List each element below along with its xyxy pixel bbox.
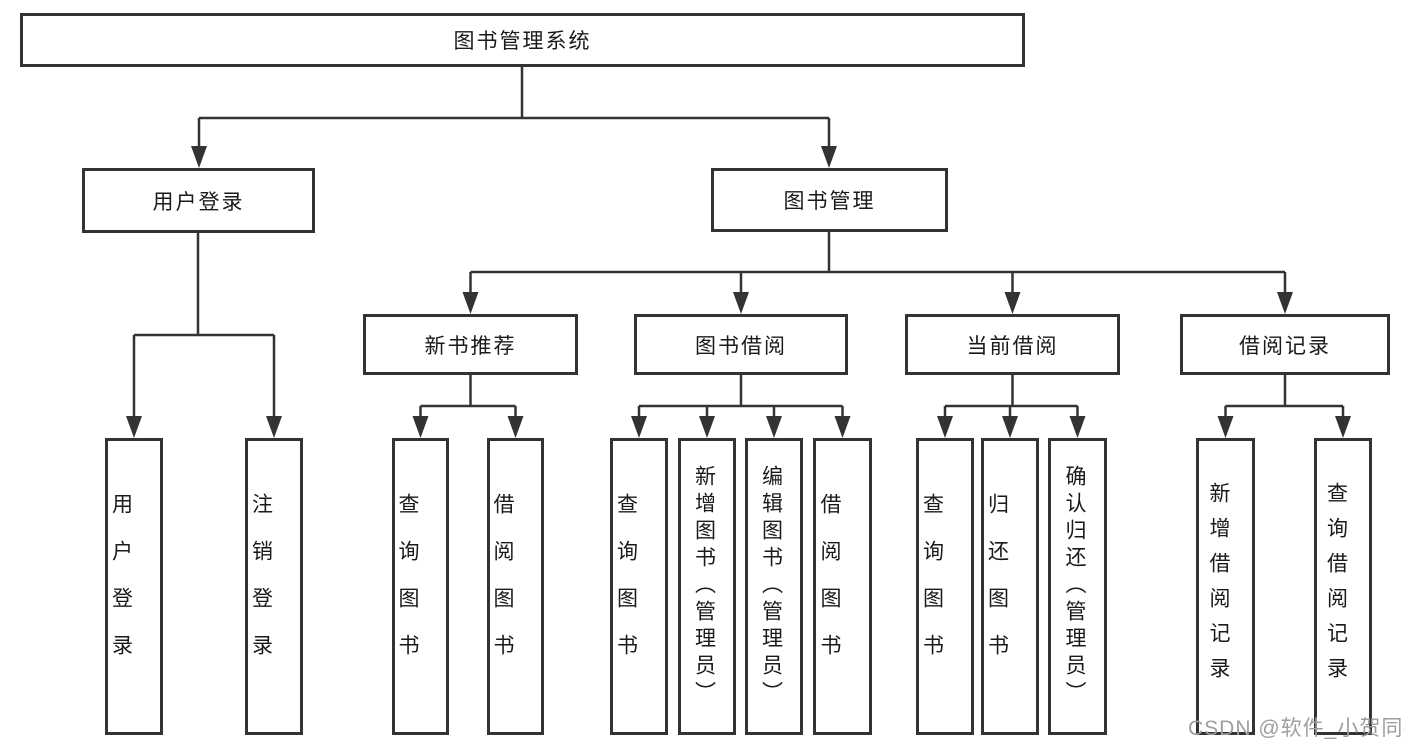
leaf-label: 归还图书 (985, 492, 1009, 681)
node-user-login: 用户登录 (82, 168, 315, 233)
node-root: 图书管理系统 (20, 13, 1025, 67)
watermark-text: CSDN @软件_小贺同学 (1188, 717, 1405, 740)
connector-borrow-record (1224, 375, 1345, 416)
leaf-newbook-query: 查询图书 (392, 438, 449, 735)
leaf-borrow-add: 新增图书（管理员） (678, 438, 736, 735)
node-borrow-record-label: 借阅记录 (1239, 334, 1331, 358)
leaf-label: 查询图书 (614, 492, 638, 681)
leaf-logout: 注销登录 (245, 438, 303, 735)
leaf-label: 编辑图书（管理员） (759, 465, 783, 708)
connector-new-book-arrows (412, 416, 524, 438)
connector-book-mgmt-arrows (462, 292, 1293, 314)
leaf-label: 查询借阅记录 (1324, 481, 1348, 692)
leaf-borrow-book: 借阅图书 (813, 438, 872, 735)
node-book-mgmt: 图书管理 (711, 168, 948, 232)
connector-book-borrow-arrows (631, 416, 851, 438)
connector-borrow-record-arrows (1217, 416, 1351, 438)
leaf-label: 确认归还（管理员） (1063, 465, 1086, 708)
connector-user-login (132, 233, 276, 416)
node-current-borrow: 当前借阅 (905, 314, 1120, 375)
leaf-label: 用户登录 (109, 492, 133, 681)
leaf-label: 注销登录 (249, 492, 273, 681)
connector-current-borrow-arrows (937, 416, 1086, 438)
leaf-current-query: 查询图书 (916, 438, 974, 735)
leaf-record-add: 新增借阅记录 (1196, 438, 1255, 735)
leaf-label: 新增借阅记录 (1207, 481, 1230, 692)
leaf-newbook-borrow: 借阅图书 (487, 438, 544, 735)
leaf-current-confirm: 确认归还（管理员） (1048, 438, 1107, 735)
leaf-current-return: 归还图书 (981, 438, 1039, 735)
leaf-label: 借阅图书 (491, 492, 514, 681)
leaf-label: 新增图书（管理员） (692, 465, 716, 708)
leaf-label: 查询图书 (920, 492, 944, 681)
connector-root-arrows (191, 146, 837, 168)
node-current-borrow-label: 当前借阅 (966, 334, 1059, 358)
leaf-record-query: 查询借阅记录 (1314, 438, 1372, 735)
connector-user-login-arrows (126, 416, 282, 438)
node-root-label: 图书管理系统 (453, 30, 592, 53)
leaf-user-login: 用户登录 (105, 438, 163, 735)
node-borrow-record: 借阅记录 (1180, 314, 1390, 375)
node-new-book-label: 新书推荐 (424, 334, 517, 358)
connector-current-borrow (943, 375, 1079, 416)
node-book-borrow-label: 图书借阅 (695, 334, 787, 358)
node-new-book: 新书推荐 (363, 314, 578, 375)
leaf-label: 借阅图书 (818, 492, 841, 681)
connector-book-mgmt (469, 232, 1287, 292)
node-book-mgmt-label: 图书管理 (783, 190, 876, 213)
node-user-login-label: 用户登录 (152, 190, 245, 214)
connector-new-book (419, 375, 517, 416)
leaf-borrow-edit: 编辑图书（管理员） (745, 438, 803, 735)
node-book-borrow: 图书借阅 (634, 314, 848, 375)
leaf-borrow-query: 查询图书 (610, 438, 668, 735)
leaf-label: 查询图书 (396, 492, 419, 681)
connector-book-borrow (637, 375, 844, 416)
connector-root (197, 67, 831, 146)
